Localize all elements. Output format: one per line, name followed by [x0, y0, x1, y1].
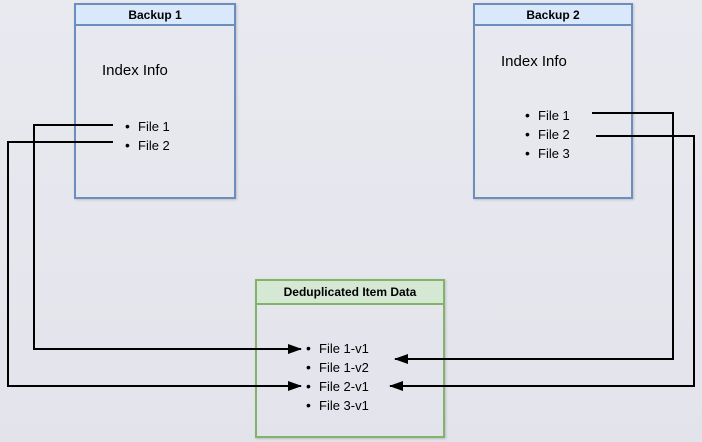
list-item: File 1-v2	[306, 358, 369, 377]
node-backup-2: Backup 2 Index Info File 1File 2File 3	[473, 3, 633, 199]
node-backup-1-header: Backup 1	[76, 5, 234, 26]
list-item: File 1	[525, 106, 570, 125]
list-item: File 3	[525, 144, 570, 163]
list-item: File 2	[125, 136, 170, 155]
node-deduplicated-item-data-header: Deduplicated Item Data	[257, 281, 443, 305]
file-list: File 1-v1File 1-v2File 2-v1File 3-v1	[306, 339, 369, 415]
index-info-label: Index Info	[102, 62, 168, 79]
index-info-label: Index Info	[501, 53, 567, 70]
node-deduplicated-item-data: Deduplicated Item Data File 1-v1File 1-v…	[255, 279, 445, 438]
node-title: Deduplicated Item Data	[283, 285, 417, 299]
list-item: File 2	[525, 125, 570, 144]
node-title: Backup 1	[128, 7, 182, 22]
file-list: File 1File 2	[125, 117, 170, 155]
list-item: File 1	[125, 117, 170, 136]
list-item: File 2-v1	[306, 377, 369, 396]
node-title: Backup 2	[526, 7, 580, 22]
file-list: File 1File 2File 3	[525, 106, 570, 163]
node-backup-1: Backup 1 Index Info File 1File 2	[74, 3, 236, 199]
list-item: File 1-v1	[306, 339, 369, 358]
list-item: File 3-v1	[306, 396, 369, 415]
node-backup-2-header: Backup 2	[475, 5, 631, 26]
